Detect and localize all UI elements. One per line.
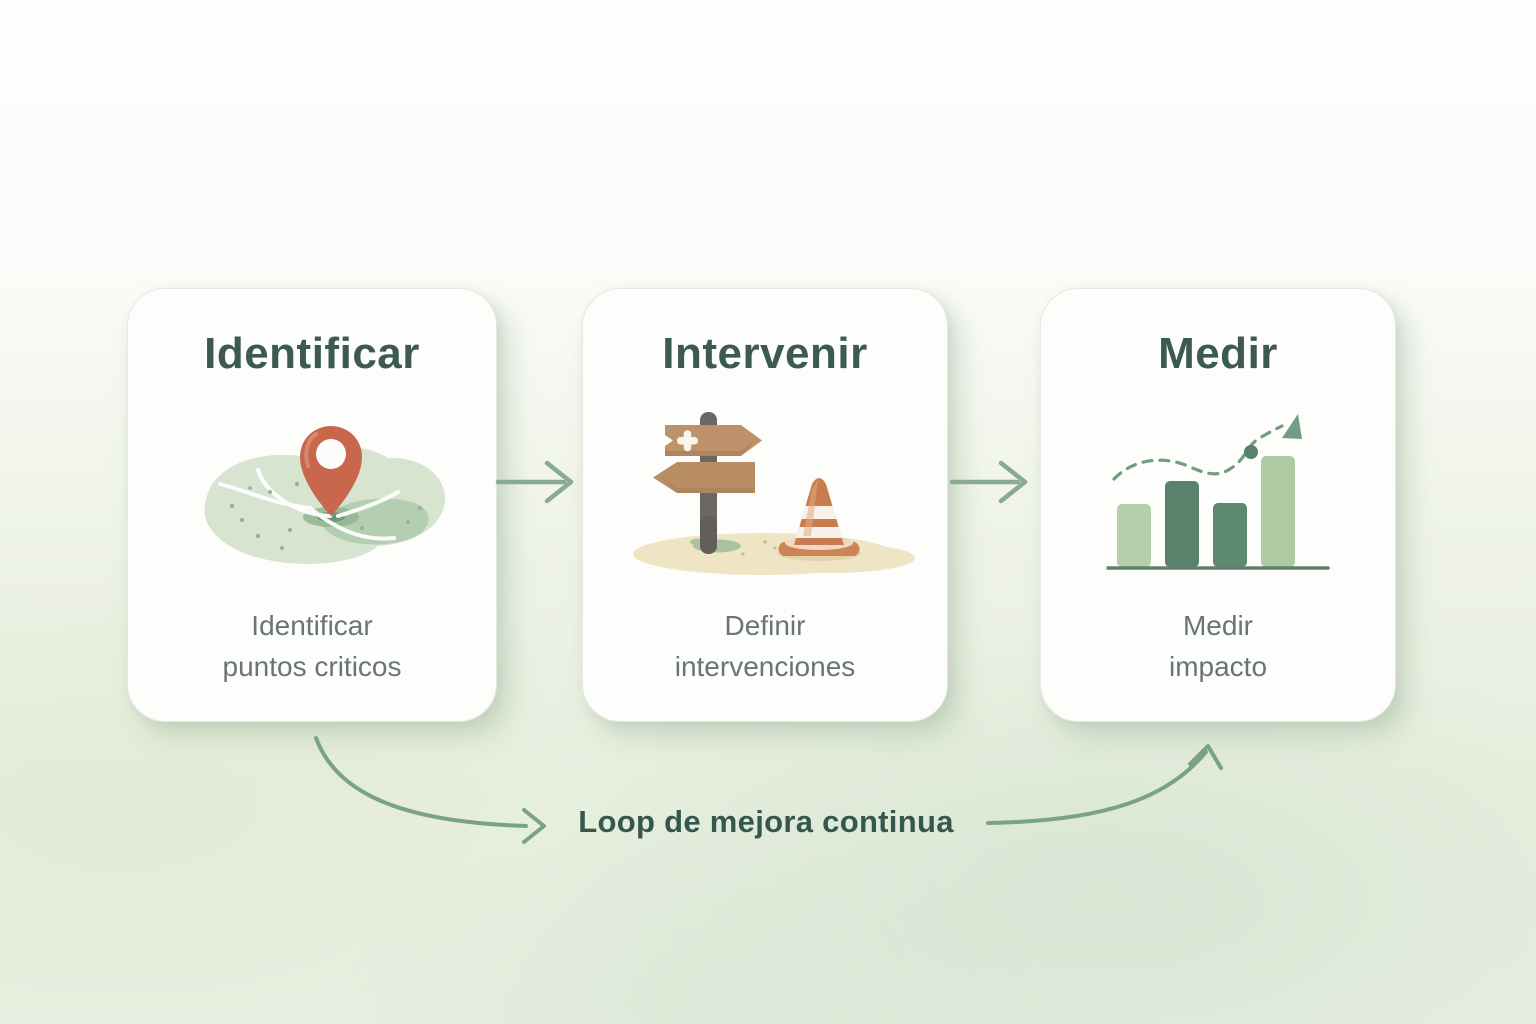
loop-curve-right [986,750,1208,825]
trend-arrowhead [1282,414,1302,440]
traffic-cone-stripe-top [801,506,837,520]
bar-3 [1213,503,1247,568]
loop-arrow-icon [314,736,1223,844]
traffic-cone-highlight [803,480,818,537]
location-pin [300,426,362,517]
card-subtitle: Definir intervenciones [675,605,856,687]
sign-arrow-left [653,462,755,494]
bar-1 [1117,504,1151,568]
bar-chart-trend-icon [1057,377,1379,605]
signpost-cone-icon [599,377,931,605]
trend-dot [1244,445,1258,460]
subtitle-line: Identificar [251,610,373,641]
card-title: Intervenir [662,329,868,378]
sign-arrow-left-edge [661,477,755,494]
card-subtitle: Identificar puntos criticos [223,605,402,687]
map-pin-icon [144,377,480,605]
card-medir: Medir Medir impacto [1040,288,1396,722]
sand-dots [741,540,777,556]
loop-arrowhead-right [1188,744,1223,770]
sign-post-shade [700,516,717,555]
flow-arrow-2-icon [949,460,1028,504]
card-title: Identificar [204,329,420,378]
subtitle-line: puntos criticos [222,651,402,682]
map-dots [229,481,422,551]
bar-chart-illustration [1106,414,1330,570]
loop-arrowhead-left [522,808,546,844]
location-pin-hole [316,439,346,470]
arrow-head [544,460,574,504]
location-pin-highlight [304,432,318,469]
map-roads [218,468,400,541]
subtitle-line: Definir [724,610,806,641]
arrow-head [998,460,1028,504]
map-pin-illustration [204,426,446,565]
subtitle-line: impacto [1168,651,1268,682]
traffic-cone [778,478,860,557]
bar-4 [1261,456,1295,568]
card-title: Medir [1158,329,1278,378]
sign-arrow-right-edge [665,441,755,457]
loop-curve-left [314,736,528,828]
subtitle-line: intervenciones [674,651,856,682]
subtitle-line: Medir [1182,610,1253,641]
trend-line [1112,424,1284,481]
card-identificar: Identificar [127,288,497,722]
flow-arrow-1-icon [495,460,574,504]
card-intervenir: Intervenir [582,288,948,722]
signpost-illustration [633,412,915,576]
plus-marker [677,430,698,452]
loop-label: Loop de mejora continua [578,804,954,839]
bar-2 [1165,481,1199,568]
traffic-cone-stripe-bottom [796,527,842,539]
card-subtitle: Medir impacto [1169,605,1267,687]
